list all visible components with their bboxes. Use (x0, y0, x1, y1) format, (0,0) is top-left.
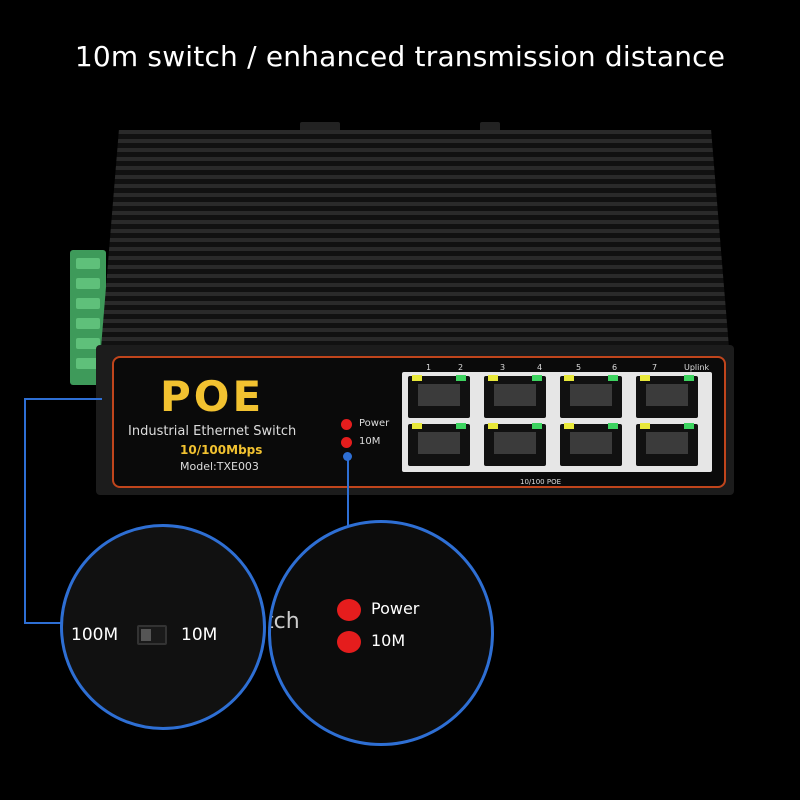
zoom-10m-led (337, 631, 361, 653)
power-led-label: Power (359, 418, 390, 429)
port-number: 6 (612, 363, 618, 372)
port-number: 4 (537, 363, 543, 372)
zoom-10m-label: 10M (371, 631, 406, 650)
zoom-power-label: Power (371, 599, 420, 618)
rj45-port[interactable] (484, 375, 546, 418)
callout-line (24, 398, 26, 623)
port-number: Uplink (684, 363, 710, 372)
zoom-power-led (337, 599, 361, 621)
zoom-circle-leds: tch Power 10M (268, 520, 494, 746)
callout-line (24, 622, 66, 624)
10m-led (341, 437, 352, 448)
power-led (341, 419, 352, 430)
port-number: 5 (576, 363, 582, 372)
rj45-port[interactable] (636, 423, 698, 466)
callout-line (24, 398, 102, 400)
callout-dot (343, 452, 352, 461)
port-strip-label: 10/100 POE (520, 478, 562, 486)
10m-led-label: 10M (359, 436, 381, 447)
rj45-port[interactable] (636, 375, 698, 418)
rj45-port[interactable] (408, 375, 470, 418)
heatsink-fins (100, 130, 730, 360)
switch-100m-label: 100M (71, 625, 119, 645)
model-label: Model:TXE003 (180, 460, 259, 473)
switch-10m-label: 10M (181, 625, 218, 645)
speed-toggle-switch[interactable] (137, 625, 167, 645)
speed-label: 10/100Mbps (180, 443, 263, 457)
partial-text: tch (268, 609, 300, 634)
headline: 10m switch / enhanced transmission dista… (74, 40, 726, 73)
port-number: 7 (652, 363, 658, 372)
callout-line (347, 456, 349, 536)
rj45-port[interactable] (560, 423, 622, 466)
rj45-port[interactable] (560, 375, 622, 418)
port-number: 1 (426, 363, 432, 372)
port-number: 2 (458, 363, 464, 372)
port-block (402, 372, 712, 472)
poe-logo: POE (160, 372, 265, 421)
port-number: 3 (500, 363, 506, 372)
product-line: Industrial Ethernet Switch (128, 424, 297, 439)
rj45-port[interactable] (408, 423, 470, 466)
rj45-port[interactable] (484, 423, 546, 466)
zoom-circle-switch: 100M 10M (60, 524, 266, 730)
